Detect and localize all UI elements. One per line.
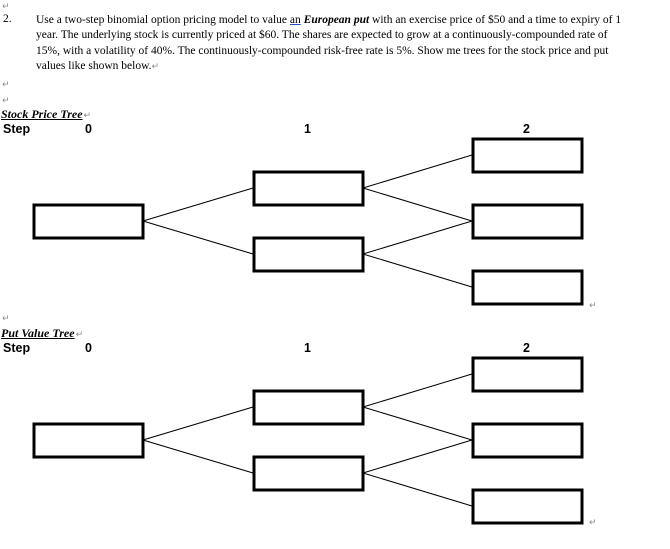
edge-p1d-p2dd	[362, 472, 473, 507]
step-2-label: 2	[523, 122, 530, 136]
node-step2-downdown[interactable]	[471, 269, 584, 306]
node-step2-upup[interactable]	[471, 356, 584, 393]
node-step2-upup[interactable]	[471, 137, 584, 174]
paragraph-mark: ↵	[2, 314, 10, 324]
edge-s0-s1d	[142, 220, 254, 255]
put-value-tree	[32, 356, 584, 525]
paragraph-mark: ↵	[2, 2, 10, 12]
stock-price-tree	[32, 137, 584, 306]
paragraph-mark: ↵	[2, 80, 10, 90]
paragraph-mark: ↵	[589, 518, 597, 528]
put-tree-title: Put Value Tree↵	[1, 326, 83, 341]
question-text-end: with an exercise price of $50 and a time…	[36, 14, 622, 72]
underlined-word: an	[289, 14, 301, 26]
node-step1-down[interactable]	[252, 455, 365, 492]
node-step2-updown[interactable]	[471, 203, 584, 240]
node-step2-updown[interactable]	[471, 422, 584, 459]
edge-s1u-s2uu	[362, 154, 473, 189]
edge-p0-p1d	[142, 439, 254, 474]
paragraph-mark: ↵	[151, 61, 160, 72]
paragraph-mark: ↵	[83, 111, 92, 121]
edge-p1u-p2ud	[362, 406, 473, 441]
question-text: Use a two-step binomial option pricing m…	[36, 13, 626, 75]
step-1-label: 1	[304, 341, 311, 355]
step-label: Step	[3, 122, 31, 136]
question-text-start: Use a two-step binomial option pricing m…	[36, 14, 290, 26]
step-2-label: 2	[523, 341, 530, 355]
question-number: 2.	[3, 13, 12, 25]
stock-tree-title: Stock Price Tree↵	[1, 107, 91, 122]
edge-p0-p1u	[142, 406, 254, 441]
node-step1-up[interactable]	[252, 389, 365, 426]
edge-s1d-s2ud	[362, 220, 473, 255]
step-0-label: 0	[85, 341, 92, 355]
node-step0[interactable]	[32, 422, 145, 459]
node-step0[interactable]	[32, 203, 145, 240]
edge-p1d-p2ud	[362, 439, 473, 474]
edge-s0-s1u	[142, 187, 254, 222]
emphasis-european-put: European put	[303, 14, 370, 26]
node-step1-up[interactable]	[252, 170, 365, 207]
step-1-label: 1	[304, 122, 311, 136]
step-0-label: 0	[85, 122, 92, 136]
node-step1-down[interactable]	[252, 236, 365, 273]
edge-s1d-s2dd	[362, 253, 473, 288]
paragraph-mark: ↵	[75, 330, 84, 340]
step-label: Step	[3, 341, 31, 355]
edge-s1u-s2ud	[362, 187, 473, 222]
node-step2-downdown[interactable]	[471, 488, 584, 525]
edge-p1u-p2uu	[362, 373, 473, 408]
put-tree-title-text: Put Value Tree	[1, 326, 75, 340]
paragraph-mark: ↵	[2, 96, 10, 106]
paragraph-mark: ↵	[589, 301, 597, 311]
stock-tree-title-text: Stock Price Tree	[1, 107, 83, 121]
